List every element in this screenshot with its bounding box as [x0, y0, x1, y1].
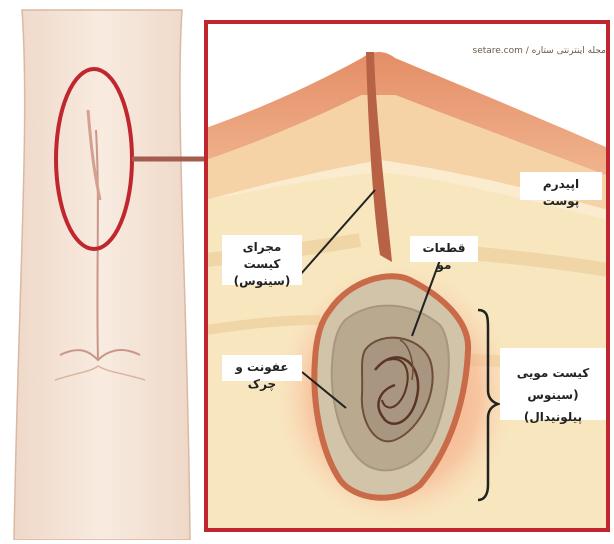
- label-pilonidal-cyst-line2: (سینوس پیلونیدال): [506, 384, 600, 428]
- label-pilonidal-cyst: کیست مویی (سینوس پیلونیدال): [500, 348, 606, 420]
- label-infection-pus-text: عفونت و چرک: [228, 359, 296, 393]
- label-hair-fragments: قطعات مو: [410, 236, 478, 262]
- label-sinus-tract-line1: مجرای کیست: [228, 239, 296, 273]
- label-sinus-tract: مجرای کیست (سینوس): [222, 235, 302, 285]
- label-pilonidal-cyst-line1: کیست مویی: [506, 362, 600, 384]
- label-hair-fragments-text: قطعات مو: [416, 240, 472, 274]
- label-epidermis-text: اپیدرم پوست: [526, 176, 596, 210]
- watermark-text: setare.com / مجله اینترنتی ستاره: [466, 46, 606, 56]
- label-epidermis: اپیدرم پوست: [520, 172, 602, 200]
- buttocks-illustration: [14, 10, 190, 540]
- label-sinus-tract-line2: (سینوس): [228, 273, 296, 290]
- label-infection-pus: عفونت و چرک: [222, 355, 302, 381]
